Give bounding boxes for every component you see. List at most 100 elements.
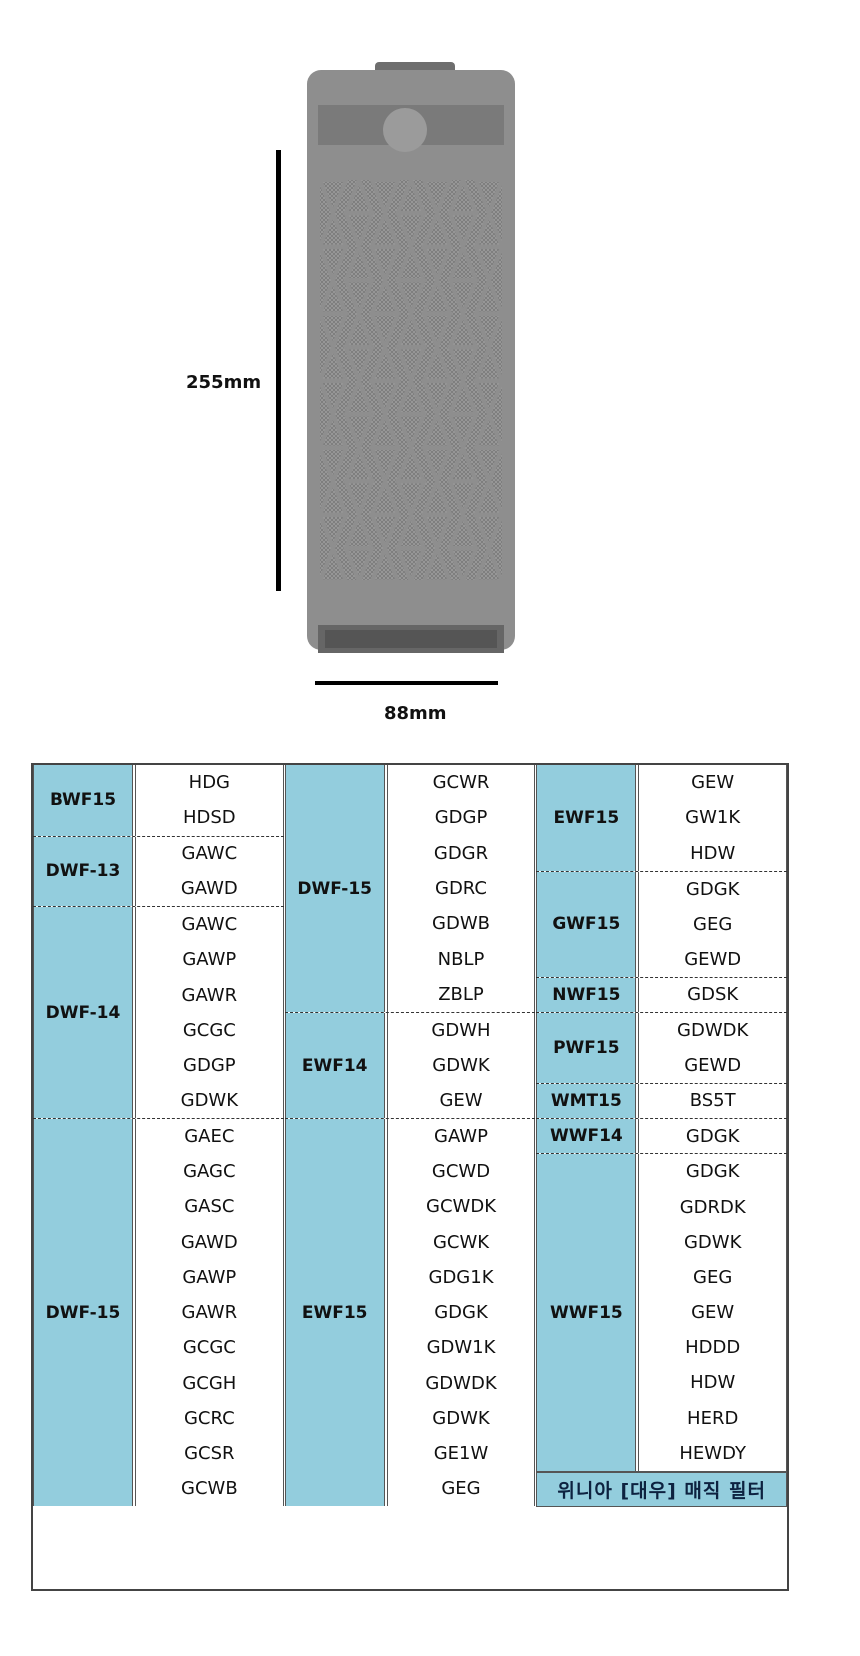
model-group: WWF14 GDGK bbox=[536, 1117, 788, 1154]
model-group: PWF15 GDWDK GEWD bbox=[536, 1012, 788, 1083]
model-name: GW1K bbox=[685, 807, 741, 829]
model-group: WMT15 BS5T bbox=[536, 1082, 788, 1118]
model-name: GDWK bbox=[432, 1407, 490, 1429]
model-name: GDGK bbox=[685, 878, 740, 900]
brand-footer: 위니아 [대우] 매직 필터 bbox=[536, 1470, 788, 1507]
model-group: GWF15 GDGK GEG GEWD bbox=[536, 870, 788, 977]
model-group: DWF-13 GAWC GAWD bbox=[33, 835, 284, 907]
model-group: DWF-15 GCWR GDGP GDGR GDRC GDWB NBLP ZBLP bbox=[284, 765, 536, 1013]
model-name: GDGP bbox=[183, 1054, 236, 1076]
model-name: GDWDK bbox=[425, 1372, 497, 1394]
model-group: EWF15 GAWP GCWD GCWDK GCWK GDG1K GDGK GDW1K GDWD… bbox=[284, 1117, 536, 1507]
model-name: ZBLP bbox=[438, 983, 484, 1005]
model-name: GDGK bbox=[685, 1161, 740, 1183]
model-name: GAGC bbox=[183, 1161, 236, 1183]
series-code: DWF-15 bbox=[284, 765, 385, 1013]
model-name: GDWH bbox=[431, 1020, 491, 1042]
model-name: GEG bbox=[693, 913, 733, 935]
model-name: HDDD bbox=[685, 1337, 741, 1359]
model-name: GDWDK bbox=[677, 1019, 749, 1041]
series-code: DWF-13 bbox=[33, 836, 133, 907]
series-code: EWF14 bbox=[284, 1013, 385, 1118]
model-name: GCGH bbox=[182, 1372, 237, 1394]
model-name: GAWC bbox=[181, 914, 238, 936]
model-name: GDGK bbox=[434, 1302, 488, 1324]
model-name: NBLP bbox=[437, 948, 485, 970]
series-code: EWF15 bbox=[284, 1118, 385, 1507]
model-name: HERD bbox=[687, 1407, 739, 1429]
model-name: GAWC bbox=[181, 843, 238, 865]
model-name: GDGK bbox=[685, 1125, 740, 1147]
model-name: GDGP bbox=[434, 807, 488, 829]
model-name: GDWB bbox=[432, 913, 490, 935]
series-code: DWF-14 bbox=[33, 907, 133, 1118]
model-name: GAWR bbox=[181, 1302, 238, 1324]
model-name: GAWD bbox=[180, 878, 238, 900]
model-name: GEG bbox=[693, 1266, 733, 1288]
model-name: GAWP bbox=[434, 1126, 488, 1148]
model-name: GDWK bbox=[683, 1231, 742, 1253]
model-name: HDW bbox=[690, 842, 736, 864]
model-name: GCWK bbox=[432, 1231, 490, 1253]
model-name: GDG1K bbox=[428, 1266, 494, 1288]
series-code: BWF15 bbox=[33, 765, 133, 836]
model-name: GEW bbox=[439, 1090, 483, 1112]
model-name: GCWDK bbox=[426, 1196, 496, 1218]
model-group: EWF15 GEW GW1K HDW bbox=[536, 765, 788, 871]
model-group: WWF15 GDGK GDRDK GDWK GEG GEW HDDD HDW HERD HEWDY bbox=[536, 1153, 788, 1471]
model-name: HDW bbox=[690, 1372, 736, 1394]
model-name: GEWD bbox=[684, 948, 742, 970]
model-name: GAEC bbox=[184, 1126, 235, 1148]
width-dimension-line bbox=[315, 681, 498, 685]
series-code: WWF15 bbox=[536, 1154, 637, 1471]
model-name: GEW bbox=[691, 1302, 735, 1324]
model-name: GAWP bbox=[182, 1266, 237, 1288]
model-name: HDSD bbox=[182, 807, 236, 829]
model-name: GE1W bbox=[433, 1442, 489, 1464]
model-group: NWF15 GDSK bbox=[536, 976, 788, 1013]
width-label: 88mm bbox=[384, 703, 447, 724]
series-code: WMT15 bbox=[536, 1083, 637, 1118]
model-name: GCWB bbox=[181, 1478, 238, 1500]
height-dimension-line bbox=[276, 150, 281, 591]
series-code: EWF15 bbox=[536, 765, 637, 871]
model-name: GEW bbox=[691, 772, 735, 794]
height-label: 255mm bbox=[186, 372, 262, 393]
model-name: GDRC bbox=[435, 878, 487, 900]
model-name: GDRDK bbox=[679, 1196, 746, 1218]
model-name: BS5T bbox=[689, 1090, 736, 1112]
model-group: BWF15 HDG HDSD bbox=[33, 765, 284, 836]
model-name: GDSK bbox=[687, 984, 739, 1006]
model-name: GAWD bbox=[180, 1231, 238, 1253]
series-code: NWF15 bbox=[536, 977, 637, 1013]
model-name: GAWP bbox=[182, 949, 237, 971]
series-code: DWF-15 bbox=[33, 1118, 133, 1507]
model-name: GCGC bbox=[182, 1019, 236, 1041]
lint-filter-image bbox=[307, 62, 515, 653]
model-name: GCRC bbox=[183, 1407, 235, 1429]
model-name: HEWDY bbox=[679, 1442, 746, 1464]
model-group: DWF-15 GAEC GAGC GASC GAWD GAWP GAWR GCGC GCGH GC… bbox=[33, 1117, 284, 1507]
model-name: GCSR bbox=[184, 1442, 235, 1464]
model-name: GEWD bbox=[684, 1054, 742, 1076]
model-name: GDWK bbox=[432, 1055, 490, 1077]
series-code: GWF15 bbox=[536, 871, 637, 977]
model-name: HDG bbox=[188, 772, 230, 794]
model-name: GAWR bbox=[181, 984, 238, 1006]
model-name: GCGC bbox=[182, 1337, 236, 1359]
series-code: WWF14 bbox=[536, 1118, 637, 1154]
series-code: PWF15 bbox=[536, 1013, 637, 1083]
model-name: GDWK bbox=[180, 1089, 239, 1111]
model-name: GASC bbox=[184, 1196, 235, 1218]
model-group: EWF14 GDWH GDWK GEW bbox=[284, 1012, 536, 1118]
model-name: GCWR bbox=[432, 772, 490, 794]
model-name: GCWD bbox=[431, 1161, 491, 1183]
model-name: GDGR bbox=[433, 842, 489, 864]
model-group: DWF-14 GAWC GAWP GAWR GCGC GDGP GDWK bbox=[33, 906, 284, 1118]
model-name: GDW1K bbox=[426, 1337, 496, 1359]
model-name: GEG bbox=[441, 1478, 481, 1500]
